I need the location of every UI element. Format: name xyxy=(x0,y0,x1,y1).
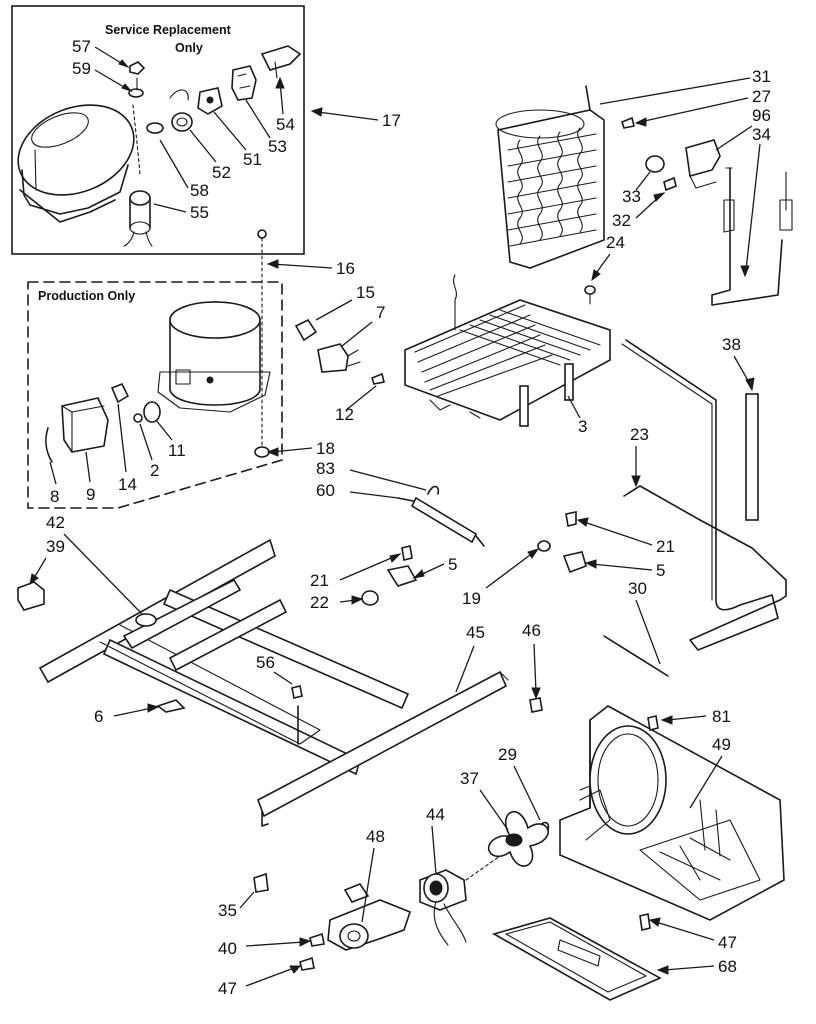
drain-pan-part xyxy=(491,913,662,1001)
compressor-production-part xyxy=(45,301,271,463)
rail-part xyxy=(257,670,543,827)
service-small-parts xyxy=(123,45,302,247)
right-upper-parts xyxy=(584,116,793,306)
callout-31: 31 xyxy=(752,67,771,86)
callout-22: 22 xyxy=(310,593,329,612)
callout-96: 96 xyxy=(752,106,771,125)
drain-pan-callouts: 47 68 xyxy=(648,917,737,976)
callout-57: 57 xyxy=(72,37,91,56)
callout-6: 6 xyxy=(94,707,103,726)
base-frame-callouts: 42 39 56 6 xyxy=(29,513,293,726)
callout-59: 59 xyxy=(72,59,91,78)
center-upper-callouts: 16 15 7 12 18 xyxy=(266,259,385,458)
callout-19: 19 xyxy=(462,589,481,608)
service-box-title: Service Replacement xyxy=(105,23,232,37)
base-frame-part xyxy=(17,538,410,776)
callout-53: 53 xyxy=(268,137,287,156)
callout-51: 51 xyxy=(243,150,262,169)
callout-21-left: 21 xyxy=(310,571,329,590)
rail-callouts: 45 46 xyxy=(455,621,541,700)
callout-37: 37 xyxy=(460,769,479,788)
fan-motor-callouts: 37 44 48 35 40 47 xyxy=(218,769,509,998)
callout-35: 35 xyxy=(218,901,237,920)
callout-18: 18 xyxy=(316,439,335,458)
callout-39: 39 xyxy=(46,537,65,556)
service-callouts: 57 59 58 52 51 53 54 55 17 xyxy=(72,37,401,222)
callout-30: 30 xyxy=(628,579,647,598)
callout-21-right: 21 xyxy=(656,537,675,556)
callout-49: 49 xyxy=(712,735,731,754)
callout-33: 33 xyxy=(622,187,641,206)
callout-29: 29 xyxy=(498,745,517,764)
callout-45: 45 xyxy=(466,623,485,642)
fan-shroud-callouts: 81 49 29 xyxy=(498,707,731,821)
callout-12: 12 xyxy=(335,405,354,424)
callout-48: 48 xyxy=(366,827,385,846)
fan-shroud-part xyxy=(539,705,785,921)
production-only-box: Production Only xyxy=(27,281,283,509)
callout-68: 68 xyxy=(718,957,737,976)
callout-16: 16 xyxy=(336,259,355,278)
callout-38: 38 xyxy=(722,335,741,354)
drier-callouts: 83 60 21 5 19 21 5 22 xyxy=(310,459,675,612)
callout-40: 40 xyxy=(218,939,237,958)
callout-83: 83 xyxy=(316,459,335,478)
service-box-title-only: Only xyxy=(175,41,203,55)
callout-5-right: 5 xyxy=(656,561,665,580)
callout-46: 46 xyxy=(522,621,541,640)
callout-55: 55 xyxy=(190,203,209,222)
right-upper-callouts: 31 27 96 34 33 32 24 3 xyxy=(567,67,771,436)
callout-42: 42 xyxy=(46,513,65,532)
callout-23: 23 xyxy=(630,425,649,444)
condenser-coil-part xyxy=(404,274,611,427)
callout-47-left: 47 xyxy=(218,979,237,998)
callout-11: 11 xyxy=(168,441,186,460)
callout-81: 81 xyxy=(712,707,731,726)
tubing-parts xyxy=(603,339,787,677)
callout-8: 8 xyxy=(50,487,59,506)
callout-32: 32 xyxy=(612,211,631,230)
callout-34: 34 xyxy=(752,125,771,144)
callout-9: 9 xyxy=(86,485,95,504)
tubing-callouts: 38 23 30 xyxy=(628,335,755,665)
compressor-service-part xyxy=(17,104,135,223)
callout-52: 52 xyxy=(212,163,231,182)
callout-27: 27 xyxy=(752,87,771,106)
callout-5-left: 5 xyxy=(448,555,457,574)
callout-24: 24 xyxy=(606,233,625,252)
callout-44: 44 xyxy=(426,805,445,824)
callout-60: 60 xyxy=(316,481,335,500)
callout-54: 54 xyxy=(276,115,295,134)
callout-2: 2 xyxy=(150,461,159,480)
drier-and-clamp-parts xyxy=(361,485,587,606)
evaporator-coil-part xyxy=(495,85,605,269)
callout-58: 58 xyxy=(190,181,209,200)
callout-47-right: 47 xyxy=(718,933,737,952)
callout-14: 14 xyxy=(118,475,137,494)
fan-motor-parts xyxy=(253,811,549,971)
callout-56: 56 xyxy=(256,653,275,672)
center-upper-parts xyxy=(254,229,385,458)
callout-15: 15 xyxy=(356,283,375,302)
production-box-title: Production Only xyxy=(38,289,135,303)
callout-3: 3 xyxy=(578,417,587,436)
production-callouts: 11 2 14 9 8 xyxy=(49,403,186,506)
callout-7: 7 xyxy=(376,303,385,322)
callout-17: 17 xyxy=(382,111,401,130)
